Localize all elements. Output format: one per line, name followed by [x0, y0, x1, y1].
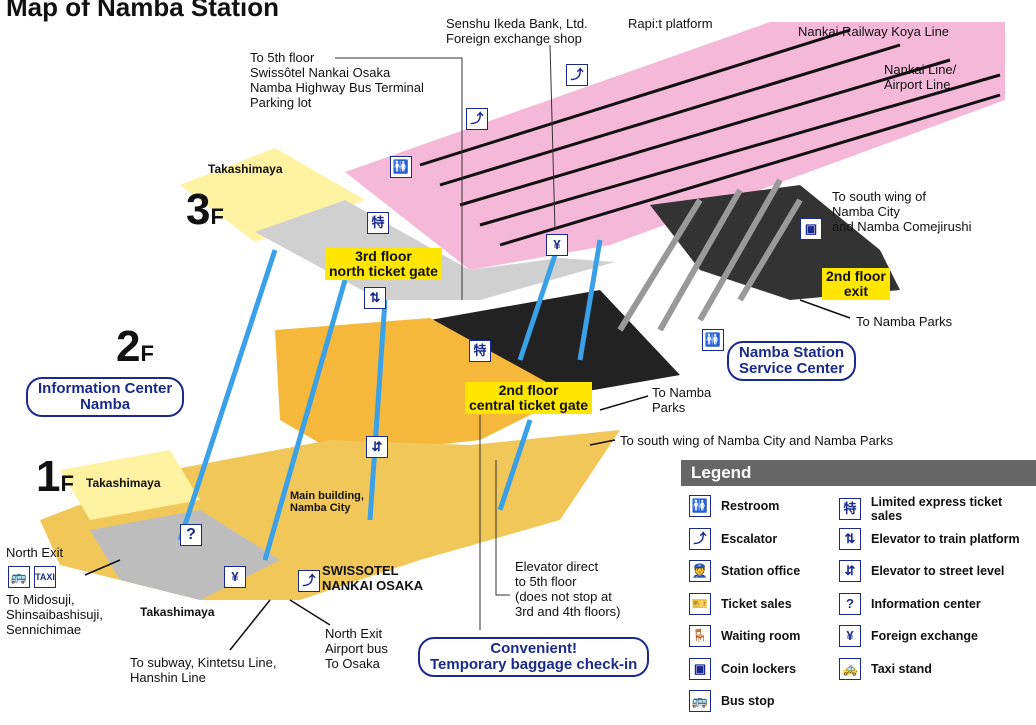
legend-label: Restroom [721, 499, 780, 513]
leader-lines [335, 44, 556, 630]
elevator-platform-icon: ⇅ [839, 527, 861, 550]
restroom-icon: 🚻 [689, 495, 711, 517]
to-subway-label: To subway, Kintetsu Line, Hanshin Line [130, 655, 277, 685]
elevator-street-icon: ⇵ [839, 560, 861, 582]
dark-2f-area [430, 290, 680, 395]
legend-label: Waiting room [721, 629, 801, 643]
legend-item: 👮 Station office [689, 560, 800, 582]
information-center-namba: Information Center Namba [26, 377, 185, 417]
legend-label: Information center [871, 596, 981, 611]
north-exit-airport-label: North Exit Airport bus To Osaka [325, 626, 388, 671]
legend-item: ⤴ Escalator [689, 527, 778, 550]
baggage-check-in: Convenient! Temporary baggage check-in [418, 637, 650, 677]
restroom-icon: 🚻 [702, 329, 724, 351]
information-icon: ? [839, 592, 861, 615]
main-building-label: Main building, Namba City [290, 490, 364, 514]
south-wing-2-label: To south wing of Namba City and Namba Pa… [620, 433, 894, 448]
takashimaya-1f-b-label: Takashimaya [140, 605, 215, 619]
namba-station-service-center: Namba Station Service Center [727, 341, 857, 381]
floor-3f-label: 3F [186, 185, 224, 234]
escalator-icon: ⤴ [566, 64, 588, 86]
limited-express-icon: 特 [469, 340, 491, 362]
to-midosuji-label: To Midosuji, Shinsaibashisuji, Sennichim… [6, 592, 103, 637]
limited-express-icon: 特 [367, 212, 389, 234]
legend-title: Legend [681, 460, 1036, 486]
legend-label: Taxi stand [871, 661, 932, 676]
south-wing-label: To south wing of Namba City and Namba Co… [832, 189, 972, 234]
yen-icon: ¥ [224, 566, 246, 588]
legend-item: 🚌 Bus stop [689, 690, 774, 712]
legend-item: ⇵ Elevator to street level [839, 560, 1004, 582]
legend-label: Elevator to train platform [871, 531, 1020, 546]
elevator-platform-icon: ⇅ [364, 287, 386, 309]
waiting-room-icon: 🪑 [689, 625, 711, 647]
legend-item: ▣ Coin lockers [689, 657, 797, 680]
direction-arrows [84, 299, 851, 651]
legend-label: Foreign exchange [871, 629, 978, 643]
takashimaya-1f-label: Takashimaya [86, 476, 161, 490]
legend-item: ? Information center [839, 592, 981, 615]
legend-item: 🪑 Waiting room [689, 625, 800, 647]
exit-2f-label: 2nd floor exit [822, 268, 890, 300]
to-namba-parks-label: To Namba Parks [856, 314, 953, 329]
legend-item: 特 Limited express ticket sales [839, 495, 1036, 523]
senshu-bank-label: Senshu Ikeda Bank, Ltd. Foreign exchange… [446, 16, 588, 46]
takashimaya-3f-area [180, 148, 365, 242]
station-office-icon: 👮 [689, 560, 711, 582]
floor-2f-area [275, 318, 570, 455]
rapit-label: Rapi:t platform [628, 16, 713, 31]
tracks [419, 28, 1001, 247]
restroom-icon: 🚻 [390, 156, 412, 178]
escalator-icon: ⤴ [466, 108, 488, 130]
legend-label: Elevator to street level [871, 564, 1005, 578]
bus-stop-icon: 🚌 [8, 566, 30, 588]
escalator-icon: ⤴ [689, 527, 711, 550]
escalators [177, 239, 603, 561]
to-namba-parks-2-label: To Namba Parks [652, 385, 712, 415]
legend-label: Ticket sales [721, 596, 792, 611]
legend: Legend 🚻 Restroom ⤴ Escalator 👮 Station offic… [681, 460, 1036, 720]
takashimaya-1f-area [60, 450, 200, 520]
legend-label: Bus stop [721, 694, 775, 708]
legend-label: Coin lockers [721, 661, 797, 676]
map-title: Map of Namba Station [6, 0, 280, 22]
platform-supports [617, 178, 803, 332]
limited-express-icon: 特 [839, 498, 861, 520]
takashimaya-3f-label: Takashimaya [208, 162, 283, 176]
ticket-sales-icon: 🎫 [689, 592, 711, 615]
legend-item: 🎫 Ticket sales [689, 592, 792, 615]
legend-item: ¥ Foreign exchange [839, 625, 978, 647]
legend-label: Limited express ticket sales [870, 495, 1003, 523]
legend-item: 🚕 Taxi stand [839, 657, 932, 680]
yen-icon: ¥ [839, 625, 861, 647]
coin-locker-icon: ▣ [800, 218, 822, 240]
legend-item: ⇅ Elevator to train platform [839, 527, 1020, 550]
elevator-direct-label: Elevator direct to 5th floor (does not s… [515, 559, 621, 619]
elevator-street-icon: ⇵ [366, 436, 388, 458]
taxi-icon: TAXI [34, 566, 56, 588]
koya-line-label: Nankai Railway Koya Line [798, 24, 950, 39]
escalator-icon: ⤴ [298, 570, 320, 592]
coin-locker-icon: ▣ [689, 657, 711, 680]
north-ticket-gate-label: 3rd floor north ticket gate [325, 248, 442, 280]
legend-item: 🚻 Restroom [689, 495, 779, 517]
central-ticket-gate-label: 2nd floor central ticket gate [465, 382, 593, 414]
floor-2f-label: 2F [116, 322, 154, 371]
nankai-airport-label: Nankai Line/ Airport Line [884, 62, 957, 92]
north-exit-label: North Exit [6, 545, 64, 560]
floor-1f-label: 1F [36, 452, 74, 501]
taxi-icon: 🚕 [839, 657, 861, 680]
platform-area [345, 22, 1005, 270]
legend-label: Station office [721, 564, 801, 578]
bus-stop-icon: 🚌 [689, 690, 711, 712]
swissotel-label: SWISSOTEL NANKAI OSAKA [322, 563, 424, 593]
legend-label: Escalator [721, 531, 778, 546]
information-icon: ? [180, 524, 202, 546]
yen-icon: ¥ [546, 234, 568, 256]
to-5th-floor-label: To 5th floor Swissôtel Nankai Osaka Namb… [250, 50, 424, 110]
